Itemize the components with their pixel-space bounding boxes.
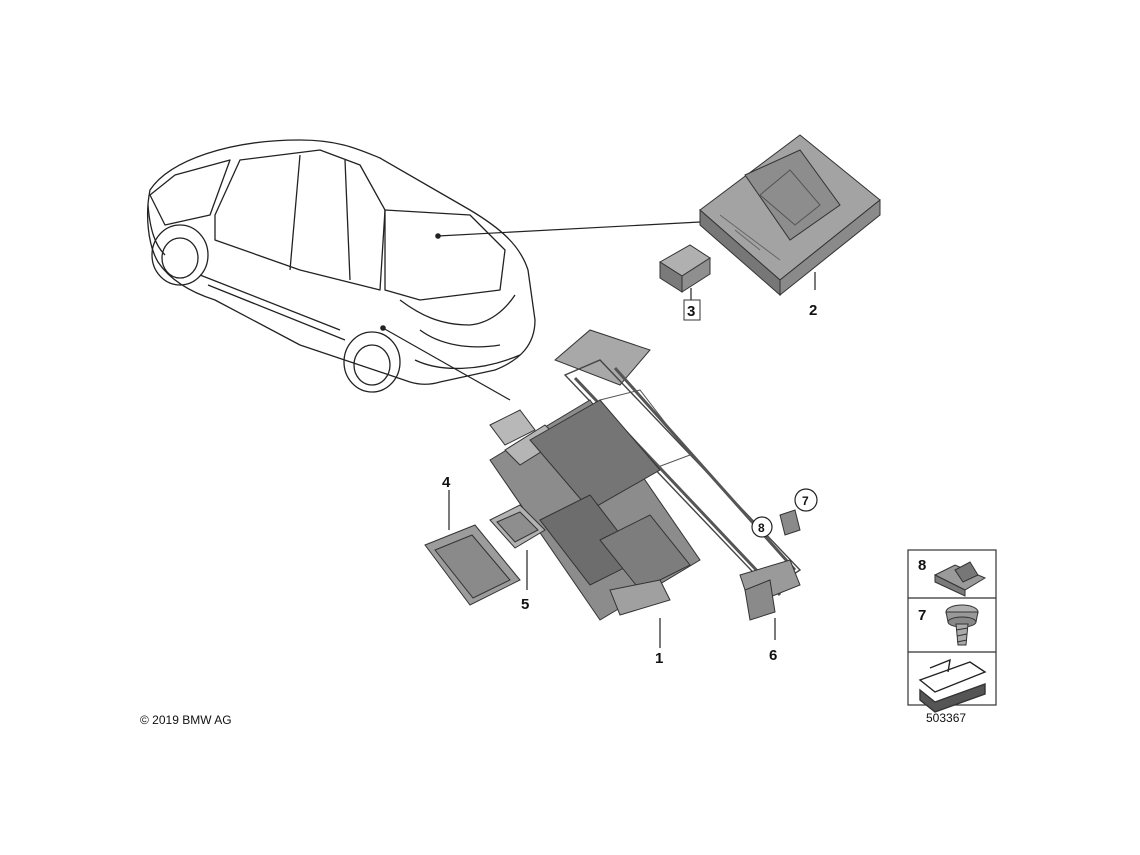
callout-8-circle <box>751 516 773 538</box>
callout-7-circle <box>794 488 818 512</box>
part-4-plate <box>424 490 521 606</box>
callout-8: 8 <box>758 521 765 535</box>
callout-6: 6 <box>769 647 777 664</box>
legend-item-8-number: 8 <box>918 557 926 574</box>
screw-icon <box>945 604 979 646</box>
callout-3-box <box>683 299 701 321</box>
part-1-main-unit <box>489 399 701 648</box>
part-5-small-module <box>489 504 546 590</box>
diagram-number: 503367 <box>926 711 967 725</box>
leader-lines <box>380 221 701 401</box>
vehicle-outline <box>146 139 536 393</box>
legend-item-7-number: 7 <box>918 607 926 624</box>
part-2-control-module <box>699 134 881 297</box>
parts-legend: 8 7 <box>907 549 997 713</box>
callout-7: 7 <box>802 494 809 508</box>
callout-1: 1 <box>655 650 663 667</box>
callout-3: 3 <box>687 303 695 320</box>
reference-arrow-icon <box>918 658 987 713</box>
clip-icon <box>933 561 987 597</box>
copyright-notice: © 2019 BMW AG <box>140 713 232 727</box>
callout-5: 5 <box>521 596 529 613</box>
part-3-connector <box>659 244 711 300</box>
part-6-bracket <box>554 329 802 640</box>
callout-2: 2 <box>809 302 817 319</box>
callout-4: 4 <box>442 474 451 491</box>
